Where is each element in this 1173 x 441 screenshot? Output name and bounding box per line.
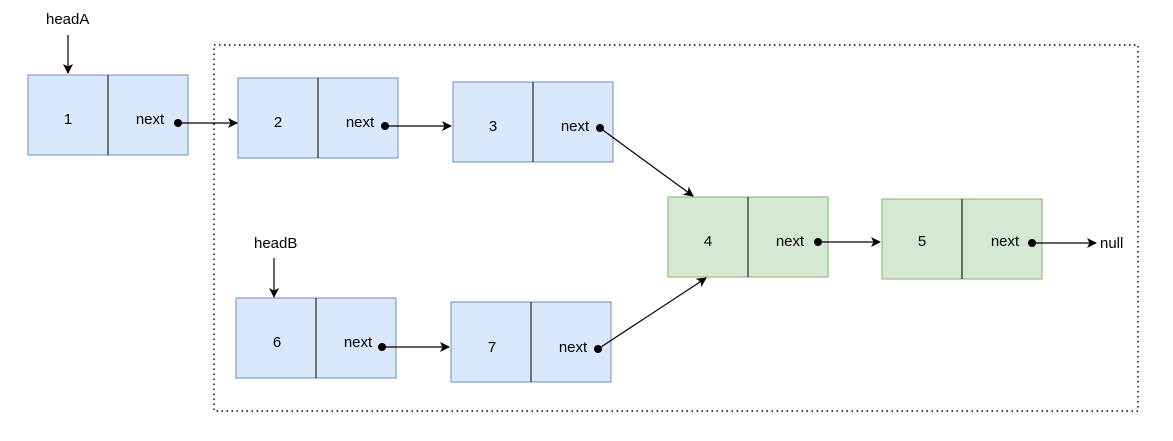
headB-label: headB	[254, 235, 297, 252]
node-value: 3	[489, 118, 497, 135]
node-6: 6 next	[235, 297, 397, 379]
node-next-label: next	[991, 233, 1020, 250]
node-value: 5	[918, 233, 926, 250]
edge-7-to-4	[597, 277, 707, 350]
node-value: 4	[704, 233, 712, 250]
node-value: 6	[273, 334, 281, 351]
node-3: 3 next	[452, 81, 614, 163]
node-next-label: next	[344, 334, 373, 351]
node-value: 7	[488, 339, 496, 356]
node-4: 4 next	[667, 196, 829, 278]
edge-3-to-4	[599, 127, 694, 197]
node-value: 1	[64, 111, 72, 128]
node-next-label: next	[561, 118, 590, 135]
null-label: null	[1100, 235, 1123, 252]
node-1: 1 next	[27, 74, 189, 156]
node-5: 5 next	[881, 198, 1043, 280]
node-next-label: next	[559, 339, 588, 356]
headA-label: headA	[46, 11, 89, 28]
node-7: 7 next	[450, 301, 612, 383]
node-next-label: next	[346, 114, 375, 131]
node-2: 2 next	[237, 77, 399, 159]
node-value: 2	[274, 114, 282, 131]
next-pointer-dot	[596, 124, 604, 132]
node-next-label: next	[136, 111, 165, 128]
node-next-label: next	[776, 233, 805, 250]
